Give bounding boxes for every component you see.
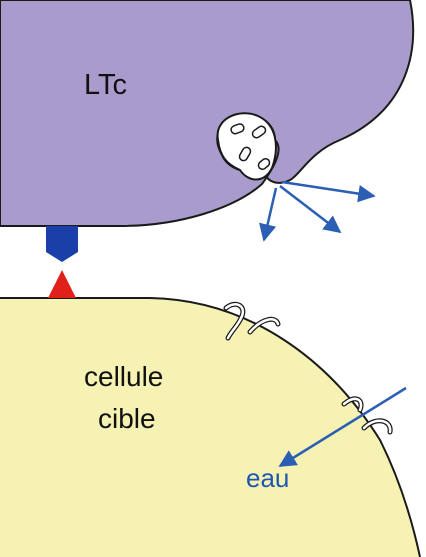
water-label: eau [246,463,289,493]
release-arrow-1 [282,182,374,196]
release-arrow-3 [264,188,276,240]
target-label-line2: cible [98,403,156,434]
target-cell [0,298,420,557]
tcr-receptor [46,226,78,262]
antigen-mhc [48,270,76,298]
target-label-line1: cellule [84,361,163,392]
release-arrow-2 [280,186,340,232]
ltc-label: LTc [84,69,127,101]
